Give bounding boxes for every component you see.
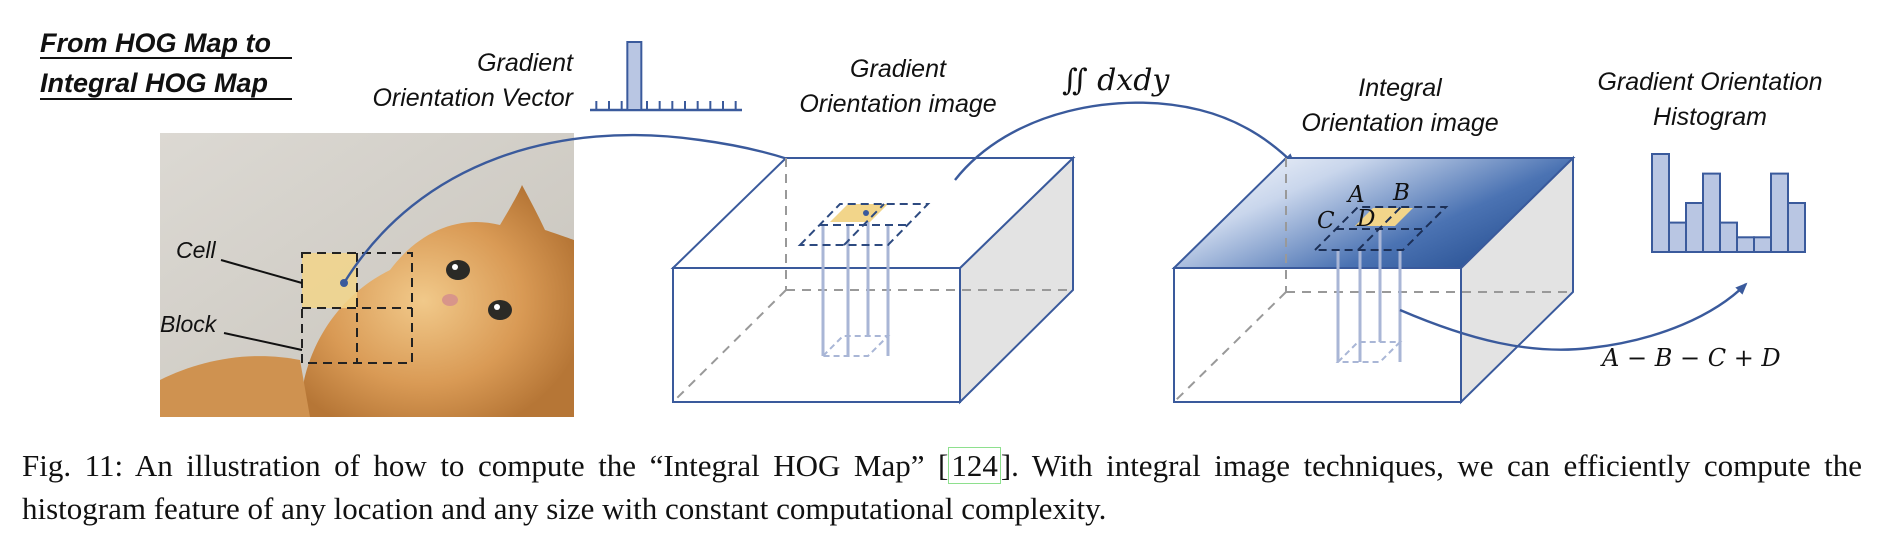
corner-label-d: D — [1356, 206, 1375, 232]
orientation-vector-chart — [590, 41, 742, 112]
figure-caption: Fig. 11: An illustration of how to compu… — [22, 444, 1862, 530]
histogram-bar — [1753, 236, 1772, 254]
title: From HOG Map to Integral HOG Map — [40, 28, 292, 100]
label-line: Gradient — [850, 55, 947, 83]
citation-link[interactable]: 124 — [948, 447, 1001, 484]
cell-on-image — [830, 204, 888, 222]
histogram-bar — [1702, 172, 1721, 254]
label-line: Gradient — [477, 49, 574, 77]
cell-label: Cell — [176, 237, 217, 263]
histogram-bar — [1651, 153, 1670, 253]
histogram-bar — [1787, 202, 1806, 253]
histogram-arrow — [1399, 282, 1748, 351]
cat-eye — [446, 260, 470, 280]
cat-photo — [160, 133, 574, 417]
orientation-image-cube — [670, 155, 1076, 405]
double-integral-symbol: ∬ dxdy — [1062, 63, 1170, 98]
label-line: Integral — [1358, 74, 1443, 102]
label-line: Orientation image — [1301, 109, 1498, 137]
integral-image-cube — [1171, 155, 1576, 405]
caption-prefix: Fig. 11: An illustration of how to compu… — [22, 448, 949, 483]
integral-orientation-image-label: Integral Orientation image — [1301, 74, 1498, 137]
label-line: Gradient Orientation — [1597, 68, 1822, 96]
block-label: Block — [160, 311, 218, 337]
caption-suffix: ]. With integral image techniques, we ca… — [22, 448, 1862, 526]
cell-pointer-line — [220, 259, 303, 284]
corner-label-b: B — [1392, 180, 1410, 206]
integral-formula: A − B − C + D — [1600, 344, 1781, 372]
label-line: Orientation Vector — [372, 84, 574, 112]
histogram-bar — [1770, 172, 1789, 254]
histogram-bar — [1668, 221, 1687, 254]
vector-bar — [626, 41, 643, 111]
label-line: Histogram — [1653, 103, 1767, 131]
cat-fur — [300, 185, 574, 417]
gradient-orientation-vector-label: Gradient Orientation Vector — [372, 49, 574, 112]
cat-eye — [488, 300, 512, 320]
cell-square — [302, 253, 357, 308]
gradient-orientation-image-label: Gradient Orientation image — [799, 55, 996, 118]
orientation-histogram-chart — [1651, 153, 1806, 254]
title-line-2: Integral HOG Map — [40, 68, 268, 98]
integration-arrow — [954, 101, 1296, 181]
label-line: Orientation image — [799, 90, 996, 118]
histogram-bar — [1736, 236, 1755, 254]
title-line-1: From HOG Map to — [40, 28, 271, 58]
corner-label-a: A — [1346, 182, 1365, 208]
cat-nose — [442, 294, 458, 306]
corner-label-c: C — [1317, 208, 1335, 234]
gradient-orientation-histogram-label: Gradient Orientation Histogram — [1597, 68, 1822, 131]
histogram-bar — [1685, 202, 1704, 253]
block-pointer-line — [223, 332, 303, 351]
histogram-bar — [1719, 221, 1738, 254]
cell-on-integral — [1355, 208, 1413, 226]
